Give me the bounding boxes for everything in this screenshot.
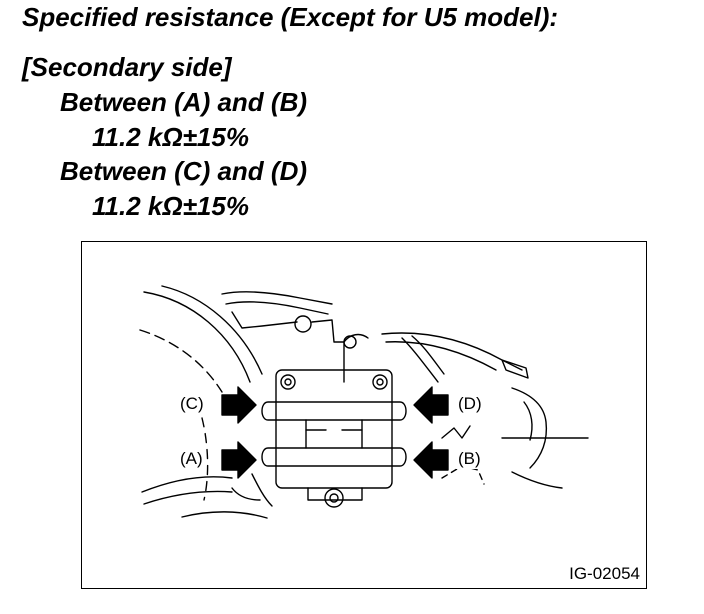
spec-pair2-value: 11.2 kΩ±15% bbox=[92, 191, 249, 221]
engine-outline-left-6 bbox=[143, 490, 233, 505]
bracket-arm bbox=[311, 319, 345, 383]
coil-bolt-top-right-center bbox=[376, 378, 384, 386]
upper-terminal-row bbox=[261, 401, 407, 421]
callout-a: (A) bbox=[178, 449, 205, 469]
engine-outline-left-7 bbox=[181, 511, 268, 519]
ignition-coil-drawing bbox=[139, 285, 589, 519]
coil-bolt-top-left-center bbox=[284, 378, 292, 386]
ignition-coil-figure: (C) (A) (D) (B) IG-02054 bbox=[81, 241, 647, 589]
spec-side: [Secondary side] bbox=[22, 52, 232, 82]
right-hose-2 bbox=[385, 341, 497, 371]
engine-outline-left-3 bbox=[139, 329, 223, 393]
upper-bracket bbox=[231, 311, 298, 329]
left-lower-hose bbox=[251, 473, 273, 507]
upper-pipe-2 bbox=[225, 301, 329, 315]
callout-c: (C) bbox=[178, 394, 206, 414]
right-dashed-part bbox=[441, 465, 485, 485]
right-hose-1 bbox=[381, 332, 523, 371]
spec-pair1-label: Between (A) and (B) bbox=[60, 87, 307, 117]
figure-id: IG-02054 bbox=[569, 564, 640, 583]
plug-cap-right bbox=[511, 387, 548, 469]
arrow-left-b bbox=[413, 441, 449, 479]
coil-mount-bolt-center bbox=[329, 493, 339, 503]
upper-pipe-1 bbox=[221, 291, 333, 305]
left-lower-curve bbox=[231, 487, 261, 501]
coil-base bbox=[307, 487, 363, 501]
spec-heading: Specified resistance (Except for U5 mode… bbox=[22, 2, 559, 32]
coil-housing bbox=[275, 369, 393, 489]
right-hose-4 bbox=[411, 335, 445, 375]
arrow-right-a bbox=[221, 441, 257, 479]
callout-b: (B) bbox=[456, 449, 483, 469]
right-hose-3 bbox=[401, 337, 439, 383]
coil-mount-bolt bbox=[324, 488, 344, 508]
plug-cap-detail bbox=[523, 401, 533, 441]
spec-pair1-value: 11.2 kΩ±15% bbox=[92, 122, 249, 152]
callout-d: (D) bbox=[456, 394, 484, 414]
lower-terminal-row bbox=[261, 447, 407, 467]
right-outline-lower bbox=[511, 471, 563, 489]
engine-outline-left-4 bbox=[201, 417, 209, 501]
coil-bolt-top-left bbox=[280, 374, 296, 390]
spec-pair2-label: Between (C) and (D) bbox=[60, 156, 307, 186]
arrow-right-c bbox=[221, 386, 257, 424]
bracket-nut bbox=[343, 335, 357, 349]
coil-bolt-top-right bbox=[372, 374, 388, 390]
engine-outline-left-2 bbox=[161, 285, 263, 375]
engine-outline-left-5 bbox=[141, 476, 233, 493]
bracket-bolt bbox=[294, 315, 312, 333]
engine-outline-left-1 bbox=[143, 291, 251, 383]
arrow-left-d bbox=[413, 386, 449, 424]
right-zigzag bbox=[441, 425, 471, 439]
bracket-hook bbox=[343, 333, 369, 343]
coil-center-body bbox=[305, 419, 363, 449]
hose-clamp bbox=[501, 359, 529, 379]
